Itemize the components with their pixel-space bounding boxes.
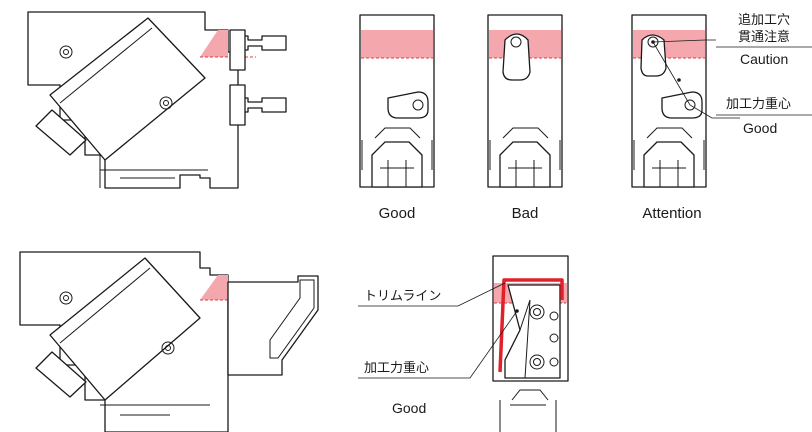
trim-line bbox=[498, 278, 564, 373]
annotation-trim-line: トリムライン bbox=[364, 288, 441, 303]
annotation-caution-en: Caution bbox=[740, 51, 788, 67]
panel-bad bbox=[487, 14, 563, 188]
label-good: Good bbox=[379, 205, 416, 222]
fixture-side-view-top bbox=[27, 11, 287, 189]
label-attention: Attention bbox=[642, 205, 701, 222]
panel-trim bbox=[358, 255, 569, 432]
annotation-center-force-jp-top: 加工力重心 bbox=[726, 96, 791, 111]
annotation-center-force-en-bottom: Good bbox=[392, 400, 426, 416]
label-bad: Bad bbox=[512, 205, 539, 222]
annotation-center-force-en-top: Good bbox=[743, 120, 777, 136]
annotation-caution-jp-2: 貫通注意 bbox=[738, 29, 790, 44]
fixture-side-view-bottom bbox=[19, 251, 319, 432]
annotation-caution-jp-1: 追加工穴 bbox=[738, 12, 790, 27]
panel-attention bbox=[631, 14, 740, 188]
annotation-center-force-jp-bottom: 加工力重心 bbox=[364, 360, 429, 375]
panel-good bbox=[359, 14, 435, 188]
